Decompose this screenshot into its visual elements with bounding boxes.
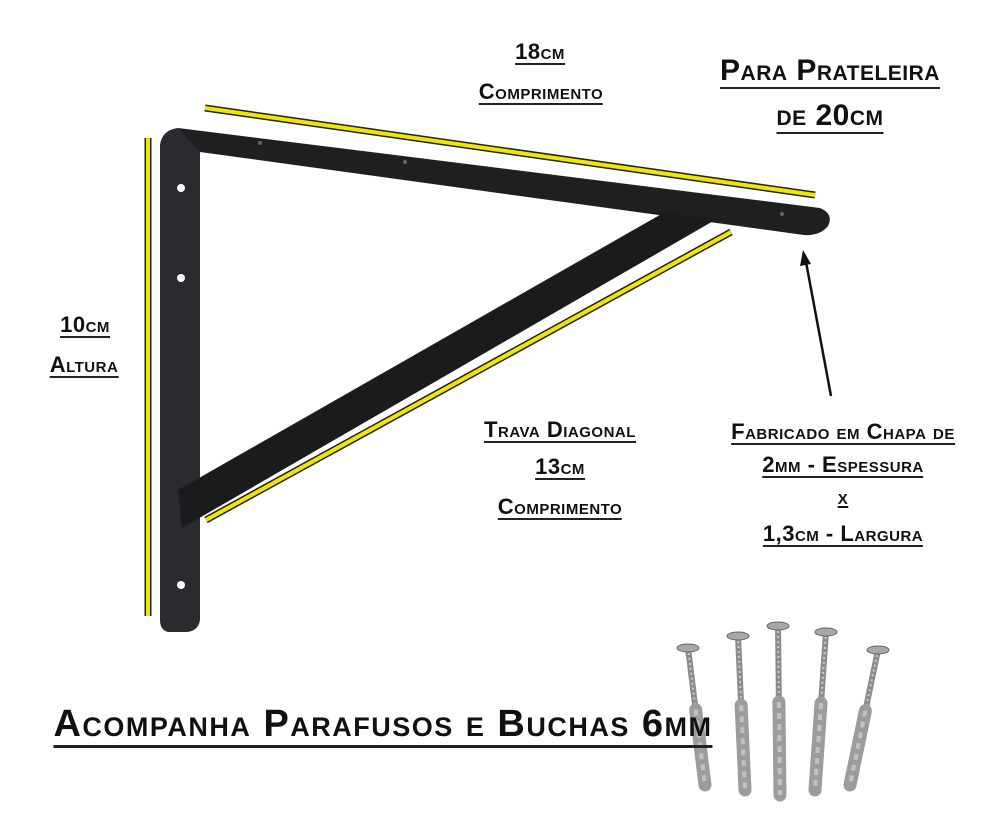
bracket [160, 128, 830, 632]
shelf-line1: Para Prateleira [720, 54, 940, 89]
diagonal-value: 13cm [535, 454, 585, 481]
top-length-label: Comprimento [478, 79, 604, 106]
screws-and-anchors [676, 621, 890, 802]
screw-with-anchor [843, 645, 890, 792]
measure-lines [144, 104, 816, 616]
footer-text: Acompanha Parafusos e Buchas 6mm [53, 704, 713, 748]
bracket-top-arm [178, 128, 830, 236]
material-line4: 1,3cm - Largura [762, 521, 924, 548]
arrow-icon [800, 250, 833, 397]
height-value: 10cm [60, 312, 110, 339]
diagonal-title: Trava Diagonal [484, 417, 636, 444]
shelf-line2: de 20cm [776, 99, 884, 134]
bracket-diagonal-brace [178, 212, 715, 528]
material-line1: Fabricado em Chapa de [731, 419, 955, 446]
screw-with-anchor [726, 631, 752, 797]
height-label: Altura [49, 352, 119, 379]
screw-with-anchor [808, 627, 838, 797]
top-length-value: 18cm [515, 39, 565, 66]
screw-with-anchor [766, 621, 790, 802]
diagonal-label: Comprimento [497, 494, 623, 521]
material-line2: 2mm - Espessura [762, 452, 924, 479]
bracket-vertical-arm [160, 128, 200, 632]
material-line3: x [837, 484, 849, 509]
